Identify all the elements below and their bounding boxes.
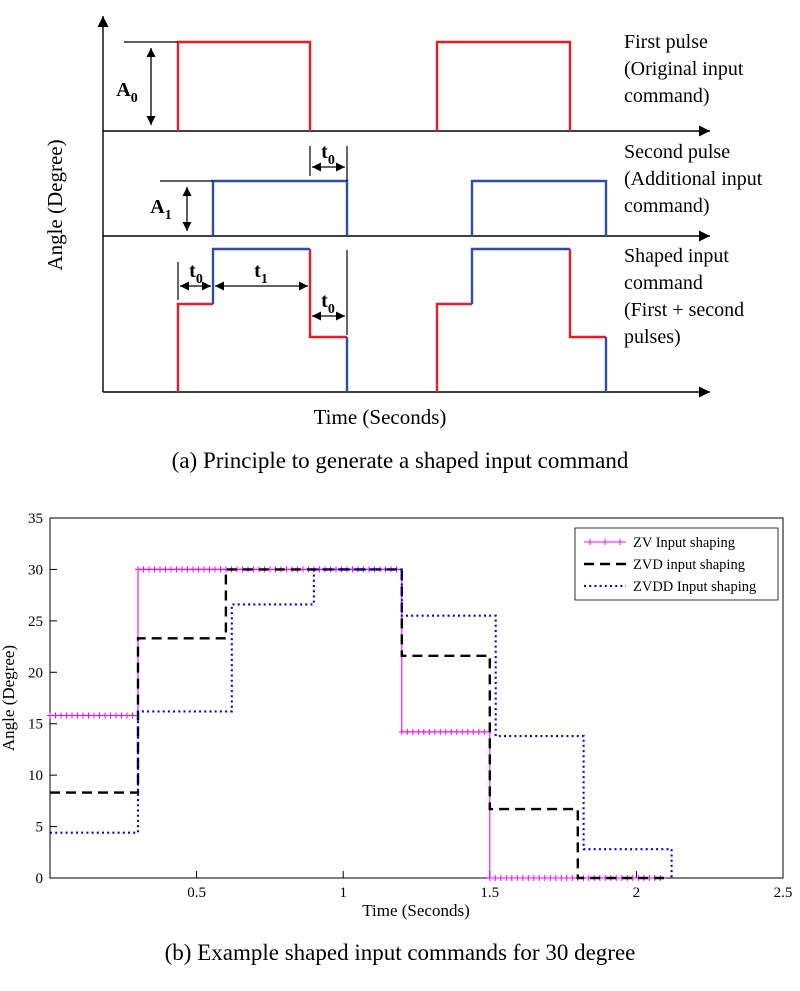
series-zv-markers — [47, 566, 664, 881]
legend-label-zvdd: ZVDD Input shaping — [633, 579, 756, 595]
y-tick-label: 30 — [28, 562, 43, 578]
row1-label: First pulse (Original input command) — [624, 31, 744, 107]
y-tick-label: 15 — [28, 717, 43, 733]
t0-row3-first-label: t0 — [189, 260, 203, 287]
row2-label-line3: command) — [624, 195, 710, 217]
x-tick-label: 2 — [633, 885, 641, 901]
row1-label-line1: First pulse — [624, 31, 708, 53]
a1-label: A1 — [150, 196, 171, 223]
panel-a-x-axis-label: Time (Seconds) — [314, 405, 447, 429]
panel-a-figure: A0 A1 t0 t0 t1 t0 First pulse (Original … — [43, 16, 763, 429]
row3-label-line1: Shaped input — [624, 245, 729, 267]
plot-area: 0.5 1 1.5 2 2.5 0 5 10 15 20 25 30 35 ZV Input shapin… — [28, 511, 792, 901]
y-tick-label: 0 — [36, 871, 44, 887]
y-tick-label: 10 — [28, 768, 43, 784]
second-pulse-waveform — [211, 179, 608, 236]
legend-sample-zv-markers — [587, 539, 623, 545]
series-zvd-line — [50, 568, 666, 880]
panel-b-y-axis-label: Angle (Degree) — [0, 645, 18, 751]
y-tick-label: 25 — [28, 614, 43, 630]
x-tick-label: 1 — [339, 885, 347, 901]
shaped-command-blue-segments — [211, 247, 608, 392]
panel-b-plot: Angle (Degree) Time (Seconds) 0.5 1 1.5 2 2.… — [0, 511, 792, 920]
shaped-command-red-segments — [176, 249, 606, 392]
panel-a-y-axis-label: Angle (Degree) — [43, 139, 67, 270]
x-tick-label: 0.5 — [187, 885, 206, 901]
x-tick-label: 2.5 — [774, 885, 793, 901]
x-tick-label: 1.5 — [480, 885, 499, 901]
row3-label-line3: (First + second — [624, 299, 744, 321]
plot-box — [49, 517, 784, 879]
series-zv-line — [50, 568, 666, 879]
row3-label-line2: command — [624, 272, 703, 294]
first-pulse-waveform — [176, 40, 572, 131]
panel-b-x-axis-label: Time (Seconds) — [362, 901, 470, 920]
y-tick-label: 5 — [36, 820, 44, 836]
t0-row2-label: t0 — [321, 141, 335, 168]
caption-b: (b) Example shaped input commands for 30… — [164, 940, 636, 965]
series-zvdd-line — [50, 568, 673, 878]
y-tick-label: 35 — [28, 511, 43, 527]
caption-a: (a) Principle to generate a shaped input… — [171, 448, 629, 473]
t1-label: t1 — [254, 260, 268, 287]
t0-row3-second-label: t0 — [321, 290, 335, 317]
legend-label-zv: ZV Input shaping — [633, 535, 735, 551]
row3-label: Shaped input command (First + second pul… — [624, 245, 744, 348]
row2-label-line2: (Additional input — [624, 168, 763, 190]
row1-label-line3: command) — [624, 85, 710, 107]
legend-label-zvd: ZVD input shaping — [633, 557, 745, 573]
row1-label-line2: (Original input — [624, 58, 744, 80]
a0-label: A0 — [116, 79, 137, 106]
row3-label-line4: pulses) — [624, 326, 681, 348]
row2-label: Second pulse (Additional input command) — [624, 141, 763, 217]
row2-label-line1: Second pulse — [624, 141, 730, 163]
y-tick-label: 20 — [28, 665, 43, 681]
